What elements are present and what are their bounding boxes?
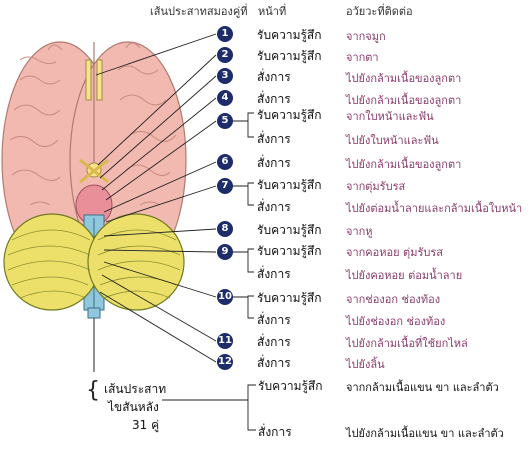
function-label: รับความรู้สึก	[257, 178, 322, 192]
spinal-sensory-function: รับความรู้สึก	[258, 379, 323, 393]
target-label: จากจมูก	[346, 30, 386, 43]
nerve-badge-11: 11	[217, 333, 233, 349]
function-label: สั่งการ	[257, 156, 291, 170]
spinal-label-line3: 31 คู่	[132, 418, 160, 432]
nerve-badge-5: 5	[217, 113, 233, 129]
function-label: รับความรู้สึก	[257, 49, 322, 63]
nerve-badge-1: 1	[217, 26, 233, 42]
target-label: ไปยังต่อมน้ำลายและกล้ามเนื้อใบหน้า	[346, 202, 523, 215]
target-label: ไปยังกล้ามเนื้อของลูกตา	[346, 72, 462, 85]
target-label: จากหู	[346, 225, 373, 238]
leader-lines	[95, 33, 256, 431]
cerebellum-left	[3, 213, 101, 311]
nerve-badge-10: 10	[217, 289, 233, 305]
function-label: สั่งการ	[257, 335, 291, 349]
cerebellum-right	[87, 213, 185, 311]
header-nerve: เส้นประสาทสมองคู่ที่	[150, 5, 248, 18]
function-label: สั่งการ	[257, 200, 291, 214]
function-label: สั่งการ	[257, 132, 291, 146]
spinal-motor-function: สั่งการ	[258, 425, 292, 439]
curly-brace: {	[86, 378, 100, 403]
target-label: ไปยังกล้ามเนื้อของลูกตา	[346, 158, 462, 171]
function-label: สั่งการ	[257, 70, 291, 84]
function-label: รับความรู้สึก	[257, 223, 322, 237]
spinal-label-line1: เส้นประสาท	[104, 382, 167, 396]
function-label: สั่งการ	[257, 92, 291, 106]
nerve-badge-4: 4	[217, 90, 233, 106]
target-label: ไปยังใบหน้าและฟัน	[346, 134, 439, 147]
nerve-badge-9: 9	[217, 244, 233, 260]
function-label: รับความรู้สึก	[257, 291, 322, 305]
target-label: จากช่องอก ช่องท้อง	[346, 293, 441, 306]
target-label: จากใบหน้าและฟัน	[346, 110, 434, 123]
target-label: ไปยังคอหอย ต่อมน้ำลาย	[346, 269, 463, 282]
target-label: จากคอหอย ตุ่มรับรส	[346, 246, 443, 259]
nerve-badge-3: 3	[217, 68, 233, 84]
target-label: ไปยังกล้ามเนื้อที่ใช้ยกไหล่	[346, 337, 468, 350]
target-label: ไปยังกล้ามเนื้อของลูกตา	[346, 94, 462, 107]
spinal-label-line2: ไขสันหลัง	[108, 400, 159, 414]
nerve-badge-6: 6	[217, 154, 233, 170]
target-label: จากตุ่มรับรส	[346, 180, 406, 193]
nerve-badge-12: 12	[217, 354, 233, 370]
header-target: อวัยวะที่ติดต่อ	[346, 5, 413, 18]
function-label: สั่งการ	[257, 313, 291, 327]
header-function: หน้าที่	[258, 5, 287, 18]
function-label: รับความรู้สึก	[257, 244, 322, 258]
function-label: รับความรู้สึก	[257, 28, 322, 42]
spinal-motor-target: ไปยังกล้ามเนื้อแขน ขา และลำตัว	[346, 427, 504, 440]
gyri-pattern	[9, 42, 177, 206]
function-label: รับความรู้สึก	[257, 108, 322, 122]
function-label: สั่งการ	[257, 267, 291, 281]
function-label: สั่งการ	[257, 356, 291, 370]
target-label: ไปยังช่องอก ช่องท้อง	[346, 315, 446, 328]
nerve-badge-2: 2	[217, 47, 233, 63]
target-label: จากตา	[346, 51, 379, 64]
nerve-badge-7: 7	[217, 178, 233, 194]
nerve-badge-8: 8	[217, 221, 233, 237]
spinal-sensory-target: จากกล้ามเนื้อแขน ขา และลำตัว	[346, 381, 499, 394]
target-label: ไปยังลิ้น	[346, 358, 385, 371]
